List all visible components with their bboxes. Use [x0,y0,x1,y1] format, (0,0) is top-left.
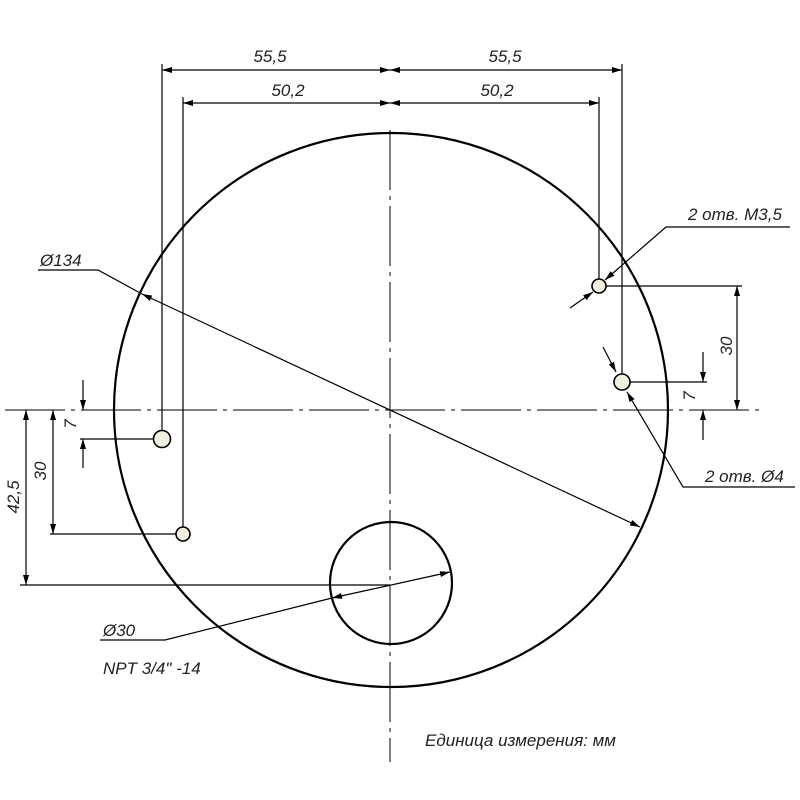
threaded-holes-label: 2 отв. М3,5 [687,205,782,224]
dim-right-7: 7 [680,391,699,401]
outer-diameter-label: Ø134 [39,251,82,270]
hole-left-upper [152,429,172,449]
plain-holes-label: 2 отв. Ø4 [704,467,784,486]
units-note: Единица измерения: мм [425,731,616,750]
port-circle [328,520,454,646]
dim-left-30: 30 [31,461,50,480]
dim-left-42-5: 42,5 [4,480,23,514]
hole-right-upper [591,278,607,294]
dim-inner-left: 50,2 [271,81,305,100]
dim-outer-right: 55,5 [488,47,522,66]
outer-circle [112,131,670,689]
hole-right-lower [613,373,631,391]
dimension-lines [23,67,795,641]
port-diameter-label: Ø30 [102,621,136,640]
dim-right-30: 30 [717,336,736,355]
dim-left-7: 7 [61,419,80,429]
hole-left-lower [175,526,191,542]
dim-outer-left: 55,5 [253,47,287,66]
port-thread-label: NPT 3/4" -14 [103,659,201,678]
dim-inner-right: 50,2 [480,81,514,100]
